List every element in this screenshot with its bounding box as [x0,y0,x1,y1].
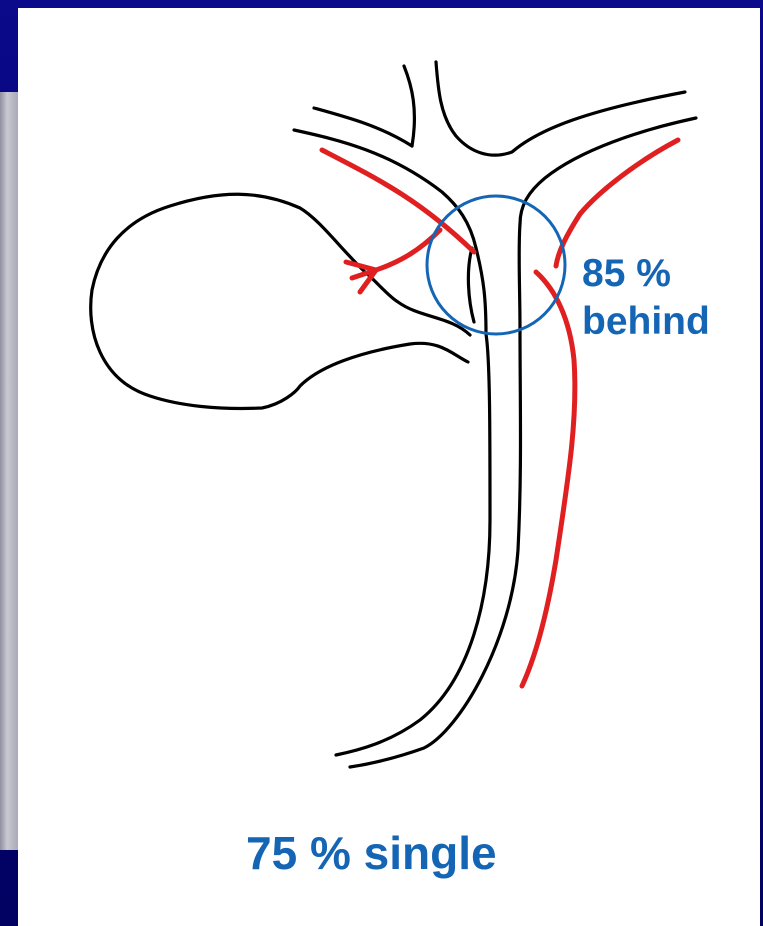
behind-percentage-label: 85 % behind [582,250,757,346]
behind-pct: 85 % [582,250,757,298]
segmental-duct-right-edge [436,62,685,155]
common-duct-right-wall [350,224,521,767]
right-hepatic-duct-lower [520,118,696,224]
gallbladder-outline [91,194,470,408]
single-percentage-label: 75 % single [246,826,497,880]
crossing-highlight-circle [427,196,565,334]
left-hepatic-duct-upper [314,108,412,146]
segmental-duct-left-edge [404,66,414,146]
cystic-duct-inner-wall [468,248,474,322]
cystic-artery [376,230,440,270]
common-duct-left-wall [336,248,490,755]
behind-word: behind [582,298,757,346]
proper-hepatic-artery [522,272,575,686]
